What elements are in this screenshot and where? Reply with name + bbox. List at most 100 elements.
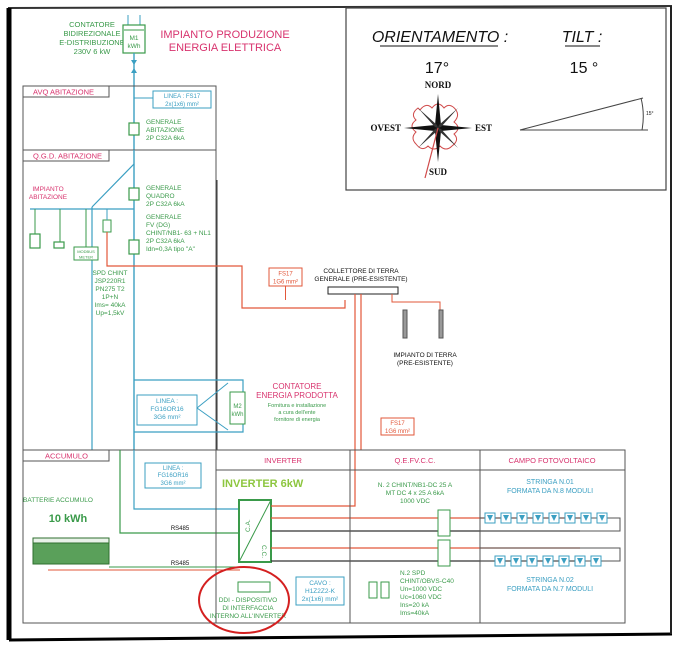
- compass-west-label: OVEST: [370, 123, 401, 133]
- svg-text:2x(1x6) mm²: 2x(1x6) mm²: [302, 596, 339, 603]
- tilt-angle-diagram: 15°: [519, 97, 654, 131]
- compass-south-label: SUD: [429, 167, 448, 177]
- diagram-title-line2: ENERGIA ELETTRICA: [169, 42, 282, 54]
- earth-collector-bar: [327, 286, 399, 295]
- svg-text:STRINGA N.02: STRINGA N.02: [526, 577, 574, 584]
- svg-text:Ins=20 kA: Ins=20 kA: [400, 602, 430, 609]
- svg-text:GENERALE: GENERALE: [146, 214, 182, 221]
- pv-module-icon: [545, 558, 551, 564]
- svg-text:COLLETTORE DI TERRA: COLLETTORE DI TERRA: [323, 268, 399, 275]
- svg-text:Q.E.FV.C.C.: Q.E.FV.C.C.: [395, 456, 436, 465]
- svg-text:FS17: FS17: [278, 272, 293, 278]
- svg-text:Un=1000 VDC: Un=1000 VDC: [400, 586, 442, 593]
- pv-module-icon: [599, 515, 605, 521]
- compass-rose-icon: NORD SUD EST OVEST: [370, 80, 492, 179]
- svg-text:GENERALE: GENERALE: [146, 119, 182, 126]
- svg-text:GENERALE: GENERALE: [146, 185, 182, 192]
- svg-text:2P C32A 6kA: 2P C32A 6kA: [146, 201, 185, 208]
- pv-module-icon: [567, 515, 573, 521]
- svg-text:FS17: FS17: [390, 421, 405, 427]
- svg-text:1G6 mm²: 1G6 mm²: [385, 429, 410, 435]
- modbus-meter: [73, 246, 99, 261]
- svg-text:Up=1,5kV: Up=1,5kV: [96, 310, 125, 317]
- pv-module-icon: [497, 558, 503, 564]
- svg-text:a cura dell'ente: a cura dell'ente: [278, 410, 315, 416]
- svg-text:QUADRO: QUADRO: [146, 193, 175, 200]
- svg-text:MODBUS: MODBUS: [77, 249, 95, 254]
- svg-text:1000 VDC: 1000 VDC: [400, 498, 430, 505]
- orientation-panel: ORIENTAMENTO : 17° TILT : 15 ° NORD SUD …: [345, 7, 667, 191]
- orientamento-value: 17°: [425, 60, 449, 77]
- svg-text:(PRE-ESISTENTE): (PRE-ESISTENTE): [397, 360, 453, 367]
- svg-text:STRINGA N.01: STRINGA N.01: [526, 479, 574, 486]
- tilt-value: 15 °: [570, 60, 599, 77]
- pv-module-icon: [577, 558, 583, 564]
- page-frame: [6, 5, 673, 642]
- svg-text:ABITAZIONE: ABITAZIONE: [146, 127, 185, 134]
- pv-module-icon: [513, 558, 519, 564]
- pv-module-icon: [529, 558, 535, 564]
- svg-text:kWh: kWh: [232, 412, 244, 418]
- svg-text:CONTATORE: CONTATORE: [273, 382, 322, 391]
- svg-text:FG16OR16: FG16OR16: [158, 473, 189, 479]
- svg-text:3G6 mm²: 3G6 mm²: [160, 481, 185, 487]
- svg-text:JSP220R1: JSP220R1: [94, 278, 125, 285]
- qgd-section-title: Q.G.D. ABITAZIONE: [33, 152, 102, 161]
- svg-text:IMPIANTO DI TERRA: IMPIANTO DI TERRA: [393, 352, 457, 359]
- pv-module-icon: [535, 515, 541, 521]
- svg-text:C.C.: C.C.: [260, 545, 267, 558]
- orientamento-label: ORIENTAMENTO :: [372, 29, 508, 46]
- svg-text:1G6 mm²: 1G6 mm²: [273, 280, 298, 286]
- svg-text:E-DISTRIBUZIONE: E-DISTRIBUZIONE: [59, 38, 124, 47]
- svg-text:1P+N: 1P+N: [102, 294, 119, 301]
- svg-text:C.A.: C.A.: [245, 519, 252, 532]
- svg-text:2P C32A 6kA: 2P C32A 6kA: [146, 135, 185, 142]
- svg-text:CONTATORE: CONTATORE: [69, 20, 115, 29]
- svg-text:FV (DG): FV (DG): [146, 222, 170, 229]
- svg-text:3G6 mm²: 3G6 mm²: [153, 414, 181, 421]
- svg-text:CAVO :: CAVO :: [309, 580, 331, 587]
- svg-text:Idn=0,3A tipo "A": Idn=0,3A tipo "A": [146, 246, 196, 253]
- svg-text:FORMATA DA N.7 MODULI: FORMATA DA N.7 MODULI: [507, 586, 593, 593]
- svg-text:kWh: kWh: [128, 43, 141, 50]
- svg-text:ACCUMULO: ACCUMULO: [45, 452, 88, 461]
- svg-text:CHINT/NB1- 63 + NL1: CHINT/NB1- 63 + NL1: [146, 230, 211, 237]
- diagram-title-line1: IMPIANTO PRODUZIONE: [160, 29, 289, 41]
- svg-text:MT DC 4 x 25 A 6kA: MT DC 4 x 25 A 6kA: [386, 490, 445, 497]
- svg-text:GENERALE (PRE-ESISTENTE): GENERALE (PRE-ESISTENTE): [314, 276, 407, 283]
- svg-text:2P C32A 6kA: 2P C32A 6kA: [146, 238, 185, 245]
- svg-text:ABITAZIONE: ABITAZIONE: [29, 194, 68, 201]
- svg-text:M2: M2: [233, 404, 242, 410]
- svg-text:INVERTER: INVERTER: [264, 456, 302, 465]
- svg-text:LINEA :: LINEA :: [163, 466, 184, 472]
- svg-text:2x(1x6) mm²: 2x(1x6) mm²: [165, 102, 199, 108]
- svg-text:PN275 T2: PN275 T2: [95, 286, 125, 293]
- svg-text:Ims= 40kA: Ims= 40kA: [95, 302, 127, 309]
- inverter-title: INVERTER 6kW: [222, 478, 304, 490]
- svg-text:FG16OR16: FG16OR16: [150, 406, 184, 413]
- svg-text:LINEA : FS17: LINEA : FS17: [164, 94, 201, 100]
- svg-text:FORMATA DA N.8 MODULI: FORMATA DA N.8 MODULI: [507, 488, 593, 495]
- pv-module-icon: [583, 515, 589, 521]
- svg-text:H1Z2Z2-K: H1Z2Z2-K: [305, 588, 336, 595]
- battery-capacity: 10 kWh: [49, 513, 88, 525]
- svg-text:RS485: RS485: [171, 561, 190, 567]
- svg-text:CAMPO FOTOVOLTAICO: CAMPO FOTOVOLTAICO: [508, 456, 595, 465]
- svg-text:RS485: RS485: [171, 526, 190, 532]
- svg-text:fornitore di energia: fornitore di energia: [274, 417, 321, 423]
- compass-east-label: EST: [475, 123, 492, 133]
- tilt-label: TILT :: [562, 29, 603, 46]
- svg-text:METER: METER: [79, 255, 93, 260]
- svg-text:M1: M1: [129, 35, 138, 42]
- compass-north-label: NORD: [425, 80, 452, 90]
- svg-text:SPD CHINT: SPD CHINT: [92, 270, 127, 277]
- ddi-highlight-circle: [198, 566, 290, 634]
- pv-module-icon: [487, 515, 493, 521]
- svg-text:INTERNO ALL'INVERTER: INTERNO ALL'INVERTER: [210, 613, 287, 620]
- battery-pack-icon: [32, 537, 110, 565]
- avq-section-title: AVQ ABITAZIONE: [33, 88, 94, 97]
- svg-text:N. 2 CHINT/NB1-DC 25 A: N. 2 CHINT/NB1-DC 25 A: [378, 482, 453, 489]
- svg-text:BATTERIE ACCUMULO: BATTERIE ACCUMULO: [23, 497, 93, 504]
- svg-text:DDI - DISPOSITIVO: DDI - DISPOSITIVO: [219, 597, 278, 604]
